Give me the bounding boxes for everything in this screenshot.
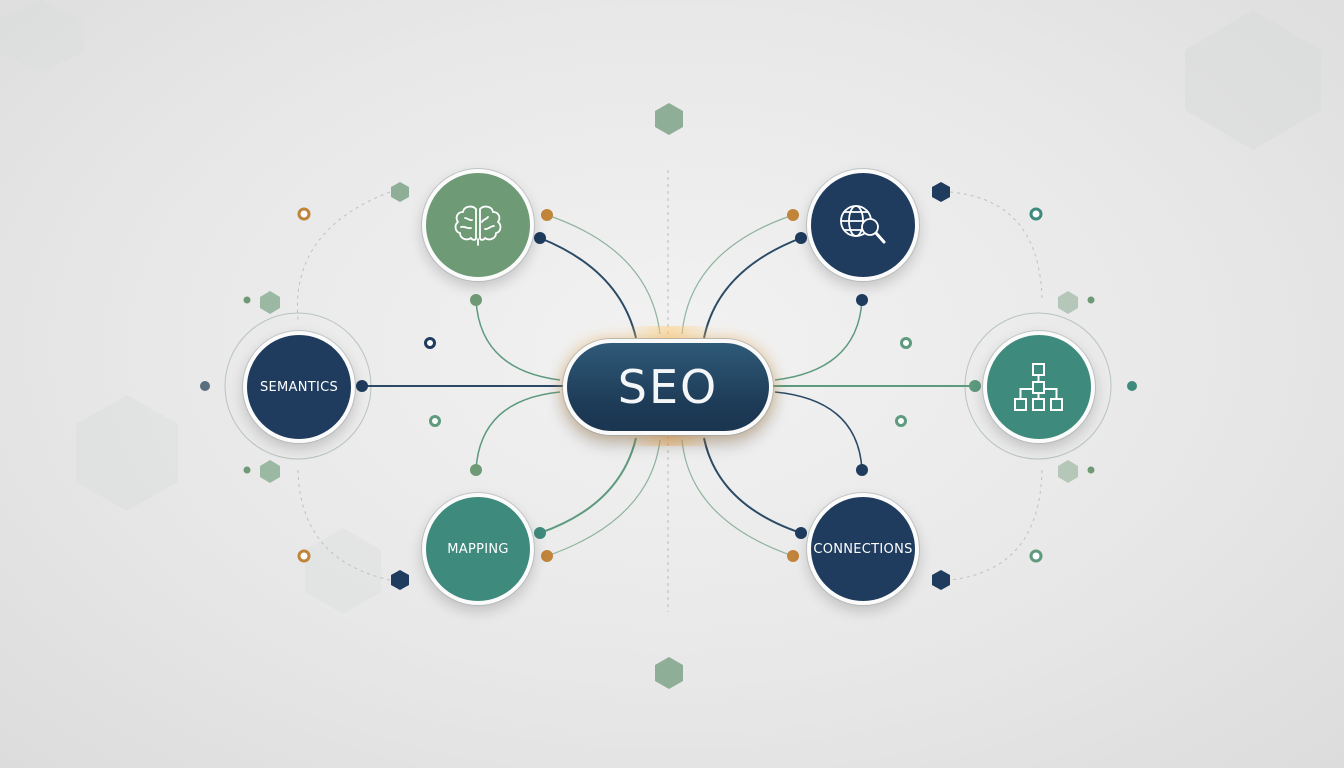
connections-label: CONNECTIONS (813, 541, 913, 557)
dot-ring (297, 549, 311, 563)
hexagon-marker (260, 291, 280, 314)
dashed-arc-right (949, 191, 1043, 301)
semantics-label: SEMANTICS (259, 379, 339, 395)
hexagon-markers (260, 103, 1078, 689)
dot-ring (895, 415, 907, 427)
mapping-node[interactable]: MAPPING (422, 493, 534, 605)
dot (969, 380, 981, 392)
dot-ring (900, 337, 912, 349)
dot-ring (297, 207, 311, 221)
background-hexagons (0, 0, 1321, 614)
dot (787, 550, 799, 562)
dot (795, 527, 807, 539)
hexagon-marker (391, 570, 409, 590)
connectors (362, 214, 975, 557)
dot (1087, 296, 1095, 304)
hierarchy-node (983, 331, 1095, 443)
mapping-label: MAPPING (447, 541, 509, 557)
seo-hub-label: SEO (617, 360, 719, 414)
dashed-arc-left (296, 191, 391, 321)
dot-ring (1029, 549, 1043, 563)
dashed-arc-right-bottom (949, 469, 1043, 581)
connector-brain (539, 237, 637, 339)
dot (243, 466, 251, 474)
globe-search-icon (840, 205, 886, 244)
seo-hub: SEO (563, 339, 773, 435)
connector-brain-left (475, 299, 561, 381)
hexagon-marker (1058, 291, 1078, 314)
dot (534, 527, 546, 539)
connector-search-thin (681, 214, 794, 335)
semantics-node[interactable]: SEMANTICS (243, 331, 355, 443)
brain-icon (454, 205, 502, 246)
connector-mapping-thin (546, 439, 661, 557)
bg-hexagon (0, 0, 84, 72)
hexagon-marker (391, 182, 409, 202)
bg-hexagon (1185, 10, 1321, 150)
dot (1087, 466, 1095, 474)
dot (541, 209, 553, 221)
dot (856, 464, 868, 476)
hexagon-marker (932, 182, 950, 202)
hierarchy-icon (1014, 363, 1063, 411)
connections-node[interactable]: CONNECTIONS (807, 493, 919, 605)
brain-node (422, 169, 534, 281)
connector-mapping-left (475, 391, 561, 471)
dot (470, 464, 482, 476)
connector-mapping (539, 437, 637, 534)
connector-search-right (774, 299, 863, 381)
dot (856, 294, 868, 306)
dot (787, 209, 799, 221)
connector-dots (200, 207, 1137, 563)
dot (534, 232, 546, 244)
connector-connections-right (774, 391, 863, 471)
connector-brain-thin (546, 214, 661, 335)
hexagon-marker (260, 460, 280, 483)
bg-hexagon (305, 528, 381, 614)
hexagon-marker (655, 657, 683, 689)
dot (470, 294, 482, 306)
dot (1127, 381, 1137, 391)
hexagon-marker (655, 103, 683, 135)
dot (356, 380, 368, 392)
dot-ring (424, 337, 436, 349)
connector-connections-thin (681, 439, 794, 557)
connector-search (703, 237, 802, 339)
hexagon-marker (1058, 460, 1078, 483)
hexagon-marker (932, 570, 950, 590)
connector-connections (703, 437, 802, 534)
dot-ring (1029, 207, 1043, 221)
bg-hexagon (76, 395, 178, 511)
dot-ring (429, 415, 441, 427)
dot (541, 550, 553, 562)
dashed-arc-left-bottom (297, 469, 391, 581)
dot (200, 381, 210, 391)
dot (243, 296, 251, 304)
dot (795, 232, 807, 244)
globe-search-node (807, 169, 919, 281)
